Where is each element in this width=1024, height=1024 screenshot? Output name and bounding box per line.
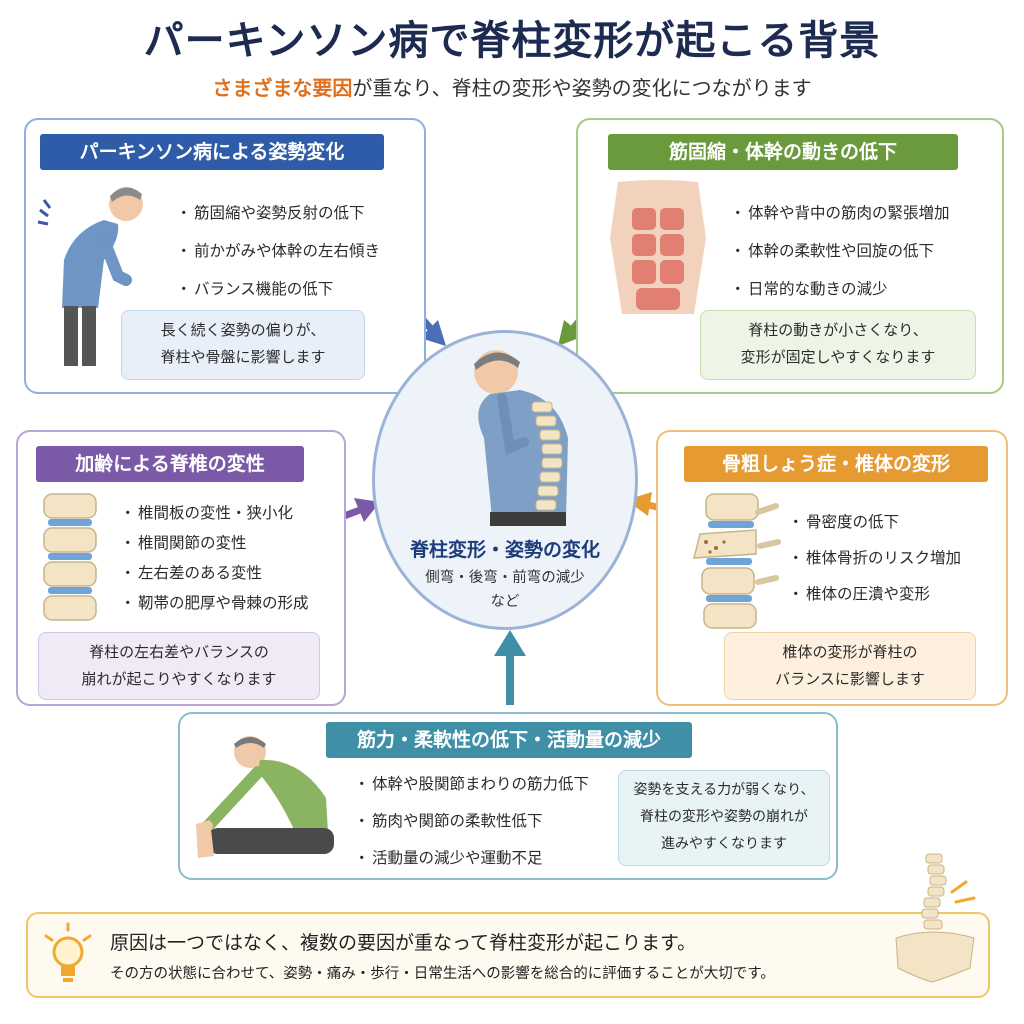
note-line: バランスに影響します	[775, 670, 925, 688]
bullets-rigidity: 体幹や背中の筋肉の緊張増加 体幹の柔軟性や回旋の低下 日常的な動きの減少	[730, 194, 950, 308]
center-subtitle: 側弯・後弯・前弯の減少 など	[372, 566, 638, 614]
note-line: 変形が固定しやすくなります	[740, 348, 936, 366]
bullet-item: 体幹の柔軟性や回旋の低下	[730, 232, 950, 270]
note-line: 崩れが起こりやすくなります	[81, 670, 277, 688]
note-line: 椎体の変形が脊柱の	[782, 643, 918, 661]
bullet-item: 靭帯の肥厚や骨棘の形成	[120, 588, 309, 618]
tag-parkinson: パーキンソン病による姿勢変化	[40, 134, 384, 170]
bullet-item: バランス機能の低下	[176, 270, 380, 308]
note-parkinson: 長く続く姿勢の偏りが、 脊柱や骨盤に影響します	[121, 310, 365, 380]
abdominal-muscles-icon	[610, 180, 706, 314]
note-line: 進みやすくなります	[661, 836, 787, 852]
bullet-item: 体幹や背中の筋肉の緊張増加	[730, 194, 950, 232]
bullets-parkinson: 筋固縮や姿勢反射の低下 前かがみや体幹の左右傾き バランス機能の低下	[176, 194, 380, 308]
bullet-item: 椎間板の変性・狭小化	[120, 498, 309, 528]
note-rigidity: 脊柱の動きが小さくなり、 変形が固定しやすくなります	[700, 310, 976, 380]
note-line: 姿勢を支える力が弱くなり、	[633, 782, 815, 798]
tag-strength: 筋力・柔軟性の低下・活動量の減少	[326, 722, 692, 758]
tag-rigidity: 筋固縮・体幹の動きの低下	[608, 134, 958, 170]
page-title: パーキンソン病で脊柱変形が起こる背景	[143, 18, 881, 64]
center-sub-line: など	[490, 594, 520, 610]
note-aging: 脊柱の左右差やバランスの 崩れが起こりやすくなります	[38, 632, 320, 700]
bullet-item: 日常的な動きの減少	[730, 270, 950, 308]
note-osteoporosis: 椎体の変形が脊柱の バランスに影響します	[724, 632, 976, 700]
note-line: 脊柱の動きが小さくなり、	[748, 321, 928, 339]
bullet-item: 活動量の減少や運動不足	[354, 840, 589, 877]
note-line: 長く続く姿勢の偏りが、	[160, 321, 326, 339]
note-line: 脊柱の左右差やバランスの	[89, 643, 269, 661]
note-line: 脊柱や骨盤に影響します	[160, 348, 326, 366]
bullets-osteoporosis: 骨密度の低下 椎体骨折のリスク増加 椎体の圧潰や変形	[788, 504, 961, 612]
elderly-man-spine-icon	[474, 350, 568, 526]
bullet-item: 椎体の圧潰や変形	[788, 576, 961, 612]
page-subtitle: さまざまな要因が重なり、脊柱の変形や姿勢の変化につながります	[0, 72, 1024, 101]
center-sub-line: 側弯・後弯・前弯の減少	[425, 570, 585, 586]
bullet-item: 左右差のある変性	[120, 558, 309, 588]
tag-aging: 加齢による脊椎の変性	[36, 446, 304, 482]
bullet-item: 骨密度の低下	[788, 504, 961, 540]
bullet-item: 椎間関節の変性	[120, 528, 309, 558]
bullets-strength: 体幹や股関節まわりの筋力低下 筋肉や関節の柔軟性低下 活動量の減少や運動不足	[354, 766, 589, 877]
note-line: 脊柱の変形や姿勢の崩れが	[640, 809, 808, 825]
stretching-man-icon	[196, 736, 334, 858]
lightbulb-icon	[44, 922, 92, 982]
bullets-aging: 椎間板の変性・狭小化 椎間関節の変性 左右差のある変性 靭帯の肥厚や骨棘の形成	[120, 498, 309, 618]
bullet-item: 筋肉や関節の柔軟性低下	[354, 803, 589, 840]
note-strength: 姿勢を支える力が弱くなり、 脊柱の変形や姿勢の崩れが 進みやすくなります	[618, 770, 830, 866]
footer-box	[26, 912, 990, 998]
subtitle-rest: が重なり、脊柱の変形や姿勢の変化につながります	[352, 76, 812, 100]
bullet-item: 椎体骨折のリスク増加	[788, 540, 961, 576]
footer-main-text: 原因は一つではなく、複数の要因が重なって脊柱変形が起こります。	[110, 932, 697, 954]
bullet-item: 筋固縮や姿勢反射の低下	[176, 194, 380, 232]
fractured-vertebrae-icon	[693, 493, 781, 629]
bullet-item: 体幹や股関節まわりの筋力低下	[354, 766, 589, 803]
arrow-strength	[494, 630, 526, 705]
spine-vertebrae-icon	[43, 493, 97, 621]
tag-osteoporosis: 骨粗しょう症・椎体の変形	[684, 446, 988, 482]
spine-pelvis-icon	[895, 853, 976, 983]
footer-sub-text: その方の状態に合わせて、姿勢・痛み・歩行・日常生活への影響を総合的に評価すること…	[110, 966, 775, 982]
bullet-item: 前かがみや体幹の左右傾き	[176, 232, 380, 270]
subtitle-highlight: さまざまな要因	[212, 76, 353, 100]
elderly-man-stooped-icon	[37, 187, 143, 366]
center-title: 脊柱変形・姿勢の変化	[409, 539, 600, 561]
